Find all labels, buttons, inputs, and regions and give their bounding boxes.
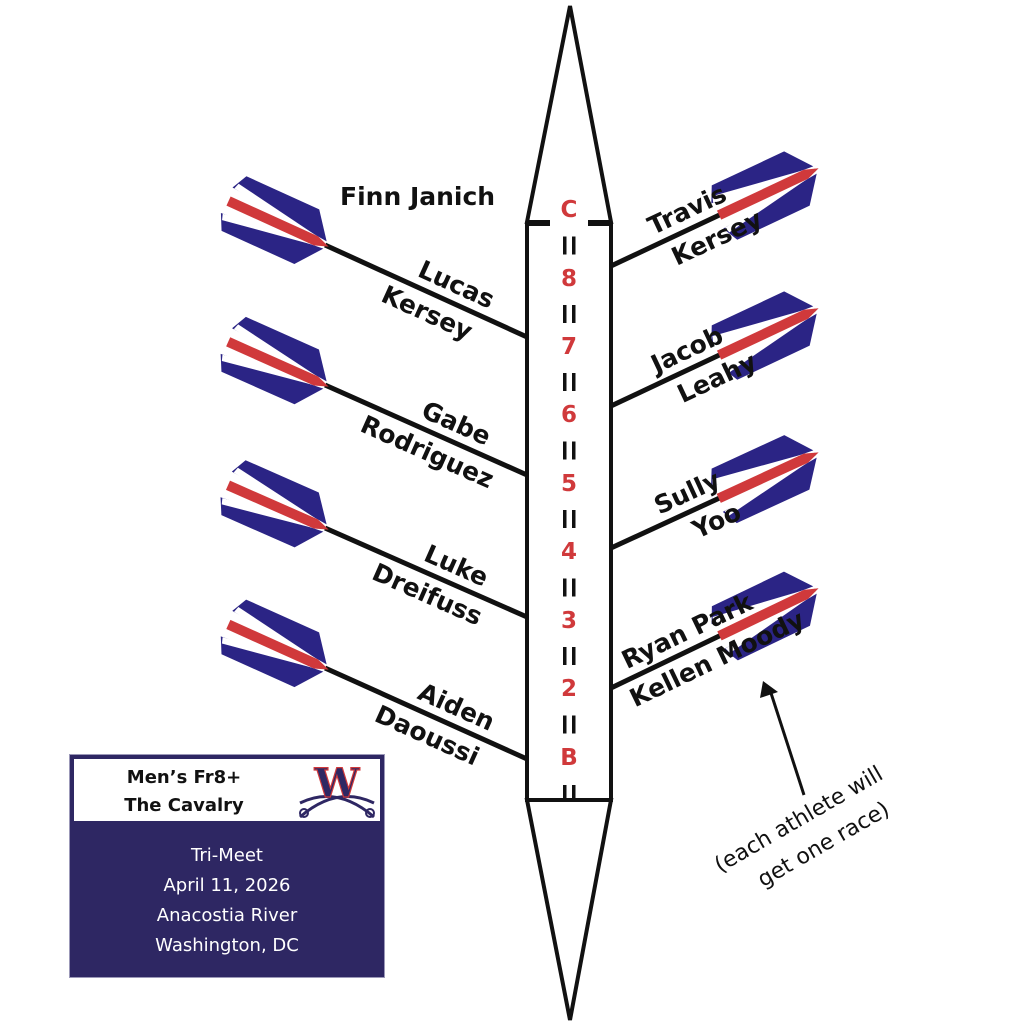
seat-label-2: 2 bbox=[561, 676, 577, 702]
seat-divider bbox=[563, 373, 567, 391]
bow-deck bbox=[524, 5, 614, 224]
cox-opening bbox=[550, 214, 588, 228]
event-venue: Anacostia River bbox=[156, 905, 298, 926]
seat-divider bbox=[572, 647, 576, 665]
oar-blade-icon bbox=[214, 457, 341, 558]
port-oars: LucasKerseyGabeRodriguezLukeDreifussAide… bbox=[214, 172, 529, 771]
info-card: Men’s Fr8+ The Cavalry W Tri-Meet April … bbox=[69, 754, 385, 978]
seat-divider bbox=[563, 647, 567, 665]
seat-divider bbox=[563, 441, 567, 460]
oar-shaft bbox=[323, 242, 529, 340]
oar-blade-icon bbox=[214, 313, 341, 415]
note-annotation: (each athlete will get one race) bbox=[711, 681, 894, 893]
seat-divider bbox=[572, 510, 576, 528]
crew-category: Men’s Fr8+ bbox=[126, 767, 242, 788]
coxswain-name: Finn Janich bbox=[340, 182, 495, 211]
oar-shaft bbox=[323, 382, 529, 478]
hull-body bbox=[525, 222, 613, 802]
seat-label-4: 4 bbox=[561, 539, 577, 565]
logo-letter: W bbox=[314, 760, 361, 807]
event-city: Washington, DC bbox=[155, 935, 299, 956]
stern-divider bbox=[572, 785, 576, 802]
seat-divider bbox=[563, 236, 567, 255]
info-card-header: Men’s Fr8+ The Cavalry W bbox=[74, 759, 380, 821]
seat-labels: C 8 7 6 5 4 3 2B bbox=[560, 197, 578, 771]
crew-name: The Cavalry bbox=[124, 795, 244, 816]
stern-deck bbox=[524, 798, 614, 1021]
seat-divider bbox=[563, 578, 567, 597]
seat-divider bbox=[572, 578, 576, 597]
seat-label-c: C bbox=[561, 197, 578, 223]
seat-divider bbox=[563, 510, 567, 528]
event-name: Tri-Meet bbox=[191, 845, 263, 866]
oar-blade-icon bbox=[214, 596, 341, 697]
seat-label-b: B bbox=[560, 745, 578, 771]
seat-divider bbox=[563, 715, 567, 734]
oar-shaft bbox=[323, 665, 529, 762]
oar-blade-icon bbox=[214, 172, 342, 274]
seat-label-3: 3 bbox=[561, 608, 577, 634]
event-date: April 11, 2026 bbox=[163, 875, 291, 896]
seat-divider bbox=[572, 236, 576, 255]
stern-divider bbox=[563, 785, 567, 802]
note-arrow-head bbox=[760, 681, 778, 698]
seat-label-5: 5 bbox=[561, 471, 577, 497]
team-logo-icon: W bbox=[299, 759, 375, 819]
oar-shaft bbox=[323, 525, 529, 620]
seat-label-6: 6 bbox=[561, 402, 577, 428]
seat-divider bbox=[572, 373, 576, 391]
seat-dividers bbox=[563, 236, 576, 802]
seat-divider bbox=[572, 441, 576, 460]
seat-divider bbox=[572, 305, 576, 323]
seat-label-7: 7 bbox=[561, 334, 577, 360]
seat-divider bbox=[572, 715, 576, 734]
seat-label-8: 8 bbox=[561, 266, 577, 292]
seat-divider bbox=[563, 305, 567, 323]
note-arrow-line bbox=[768, 689, 806, 796]
boat-hull bbox=[524, 5, 614, 1021]
